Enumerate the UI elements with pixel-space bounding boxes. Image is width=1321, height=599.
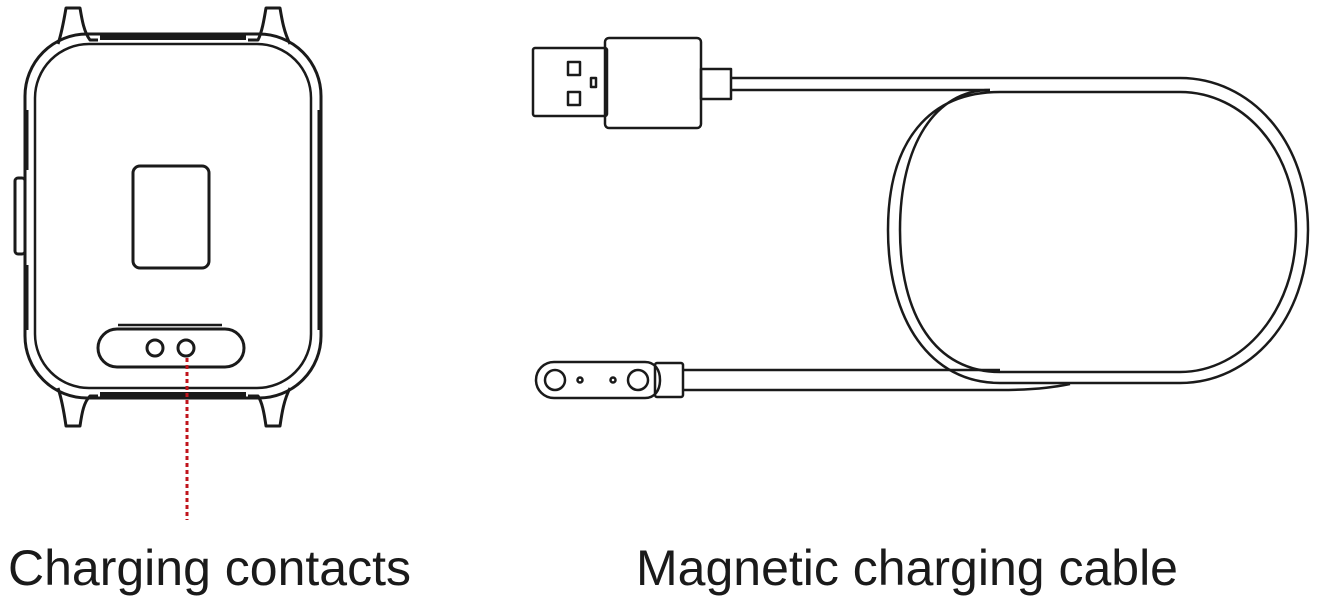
magnetic-connector-collar [653, 361, 685, 399]
magnetic-pin-3 [609, 376, 617, 384]
watch-lug-bottom-left [56, 387, 98, 428]
magnetic-pin-4 [626, 368, 650, 392]
charging-contacts-label: Charging contacts [8, 540, 412, 596]
watch-lug-bottom-right [248, 387, 292, 428]
magnetic-connector [534, 360, 662, 400]
charging-cable [531, 36, 1310, 400]
smartwatch-back [13, 6, 323, 428]
magnetic-pin-2 [576, 376, 584, 384]
cable-wire [731, 76, 1310, 385]
watch-case [23, 32, 323, 400]
charging-contact-pad [96, 327, 246, 369]
magnetic-pin-1 [543, 368, 567, 392]
sensor-window [131, 164, 211, 270]
usb-plug-tip [531, 46, 609, 118]
charging-contact-2 [176, 338, 196, 358]
magnetic-cable-label: Magnetic charging cable [636, 540, 1178, 596]
watch-back-plate [33, 42, 313, 390]
side-button [13, 176, 27, 256]
charging-contact-1 [145, 338, 165, 358]
usb-plug-body [603, 36, 703, 130]
